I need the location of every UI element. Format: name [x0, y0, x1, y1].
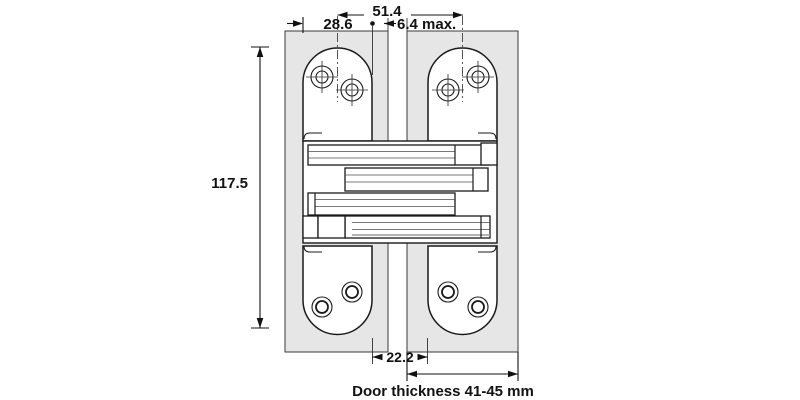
linkage-arm-2	[344, 167, 489, 192]
dim-label-bottom-span: 22.2	[386, 349, 413, 365]
dimension-28-6: 28.6	[287, 16, 375, 75]
dimension-51-4: 51.4	[337, 3, 463, 20]
screw-hole-ring-icon	[467, 296, 489, 318]
upper-right-leaf-corner-step	[478, 132, 497, 140]
screw-hole-ring-icon	[437, 281, 459, 303]
dim-dot-terminator	[370, 21, 375, 26]
dim-label-total-height: 117.5	[211, 175, 248, 192]
dimension-door-thickness: Door thickness 41-45 mm	[352, 352, 534, 400]
arrowhead-right-icon	[293, 20, 303, 27]
linkage-arm-1	[307, 144, 489, 166]
arm-1-end-block	[480, 142, 498, 166]
screw-hole-crosshair-icon	[432, 74, 464, 106]
arrowhead-left-icon	[384, 20, 394, 27]
lower-screw-holes	[311, 281, 489, 318]
screw-hole-crosshair-icon	[306, 61, 338, 93]
dimension-117-5: 117.5	[211, 46, 269, 329]
dim-label-top-span: 51.4	[372, 3, 402, 20]
screw-hole-crosshair-icon	[336, 74, 368, 106]
upper-screw-holes	[306, 61, 494, 106]
arm-4-left-block-b	[317, 215, 346, 239]
arrowhead-up-icon	[256, 47, 264, 57]
dim-label-plate-width: 28.6	[323, 16, 352, 33]
linkage-body	[302, 140, 498, 244]
arrowhead-right-icon	[508, 370, 518, 378]
dim-label-door-thickness: Door thickness 41-45 mm	[352, 383, 534, 400]
screw-hole-ring-icon	[311, 296, 333, 318]
arm-4-left-block-a	[302, 215, 319, 239]
arrowhead-left-icon	[337, 11, 348, 19]
arrowhead-down-icon	[256, 318, 264, 328]
linkage-arm-3	[307, 192, 456, 216]
arrowhead-left-icon	[372, 353, 383, 361]
dim-label-reveal: 6.4 max.	[397, 16, 456, 33]
screw-hole-ring-icon	[341, 281, 363, 303]
dimension-6-4-max: 6.4 max.	[384, 16, 456, 33]
screw-hole-crosshair-icon	[462, 61, 494, 93]
lower-right-leaf-corner-step	[478, 245, 497, 253]
arrowhead-right-icon	[453, 11, 463, 19]
upper-left-leaf-corner-step	[303, 132, 322, 140]
arrowhead-left-icon	[407, 370, 417, 378]
lower-left-leaf-corner-step	[303, 245, 322, 253]
arrowhead-right-icon	[417, 353, 428, 361]
